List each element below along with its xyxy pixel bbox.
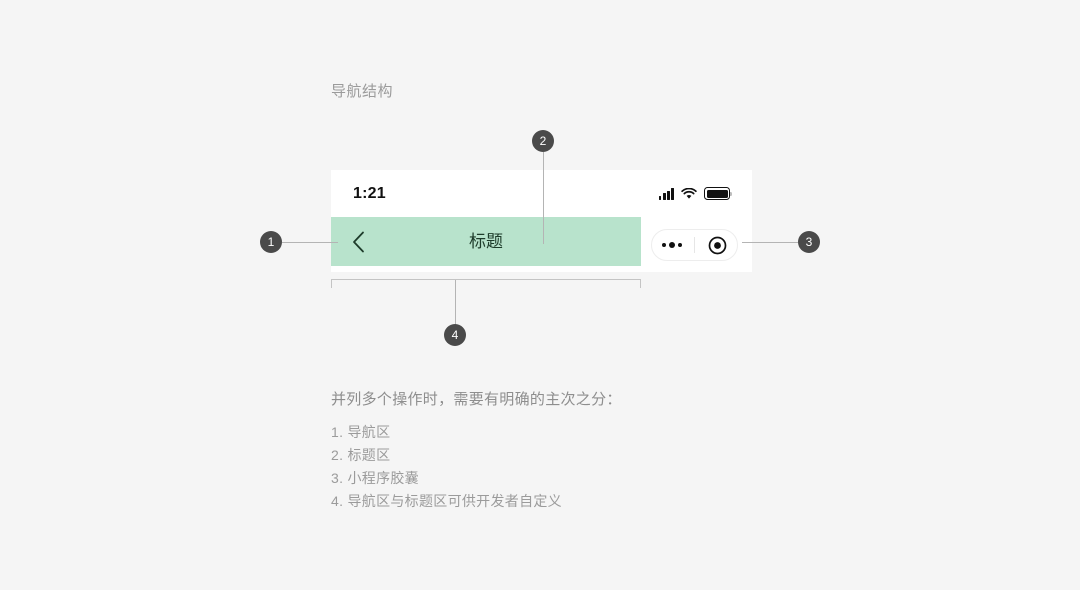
- list-item: 2. 标题区: [331, 447, 391, 463]
- battery-full-icon: [704, 187, 733, 200]
- list-item: 3. 小程序胶囊: [331, 470, 419, 486]
- navigation-bar: 标题: [331, 217, 641, 266]
- callout-badge-1[interactable]: 1: [260, 231, 282, 253]
- list-item: 1. 导航区: [331, 424, 391, 440]
- status-icon-group: [658, 187, 733, 200]
- status-bar: 1:21: [331, 170, 752, 217]
- body-lede: 并列多个操作时，需要有明确的主次之分：: [331, 391, 622, 408]
- section-title: 导航结构: [331, 83, 394, 100]
- more-dots-icon[interactable]: [654, 242, 690, 248]
- leader-line-4: [455, 280, 456, 325]
- list-item: 4. 导航区与标题区可供开发者自定义: [331, 493, 562, 509]
- callout-badge-2[interactable]: 2: [532, 130, 554, 152]
- callout-badge-4[interactable]: 4: [444, 324, 466, 346]
- callout-badge-3[interactable]: 3: [798, 231, 820, 253]
- miniprogram-capsule[interactable]: [651, 229, 738, 261]
- chevron-left-icon[interactable]: [345, 229, 371, 255]
- leader-line-1: [282, 242, 338, 243]
- leader-line-2: [543, 152, 544, 244]
- body-notes-list: 1. 导航区 2. 标题区 3. 小程序胶囊 4. 导航区与标题区可供开发者自定…: [331, 421, 562, 513]
- leader-line-3: [742, 242, 798, 243]
- signal-bars-icon: [658, 187, 674, 200]
- target-circle-icon[interactable]: [699, 236, 735, 255]
- callout-bracket-4: [331, 279, 641, 288]
- phone-mockup: 1:21 标题: [331, 170, 752, 272]
- status-time: 1:21: [353, 184, 386, 202]
- wifi-icon: [681, 187, 697, 199]
- navigation-bar-title: 标题: [469, 231, 503, 251]
- capsule-divider: [694, 237, 695, 253]
